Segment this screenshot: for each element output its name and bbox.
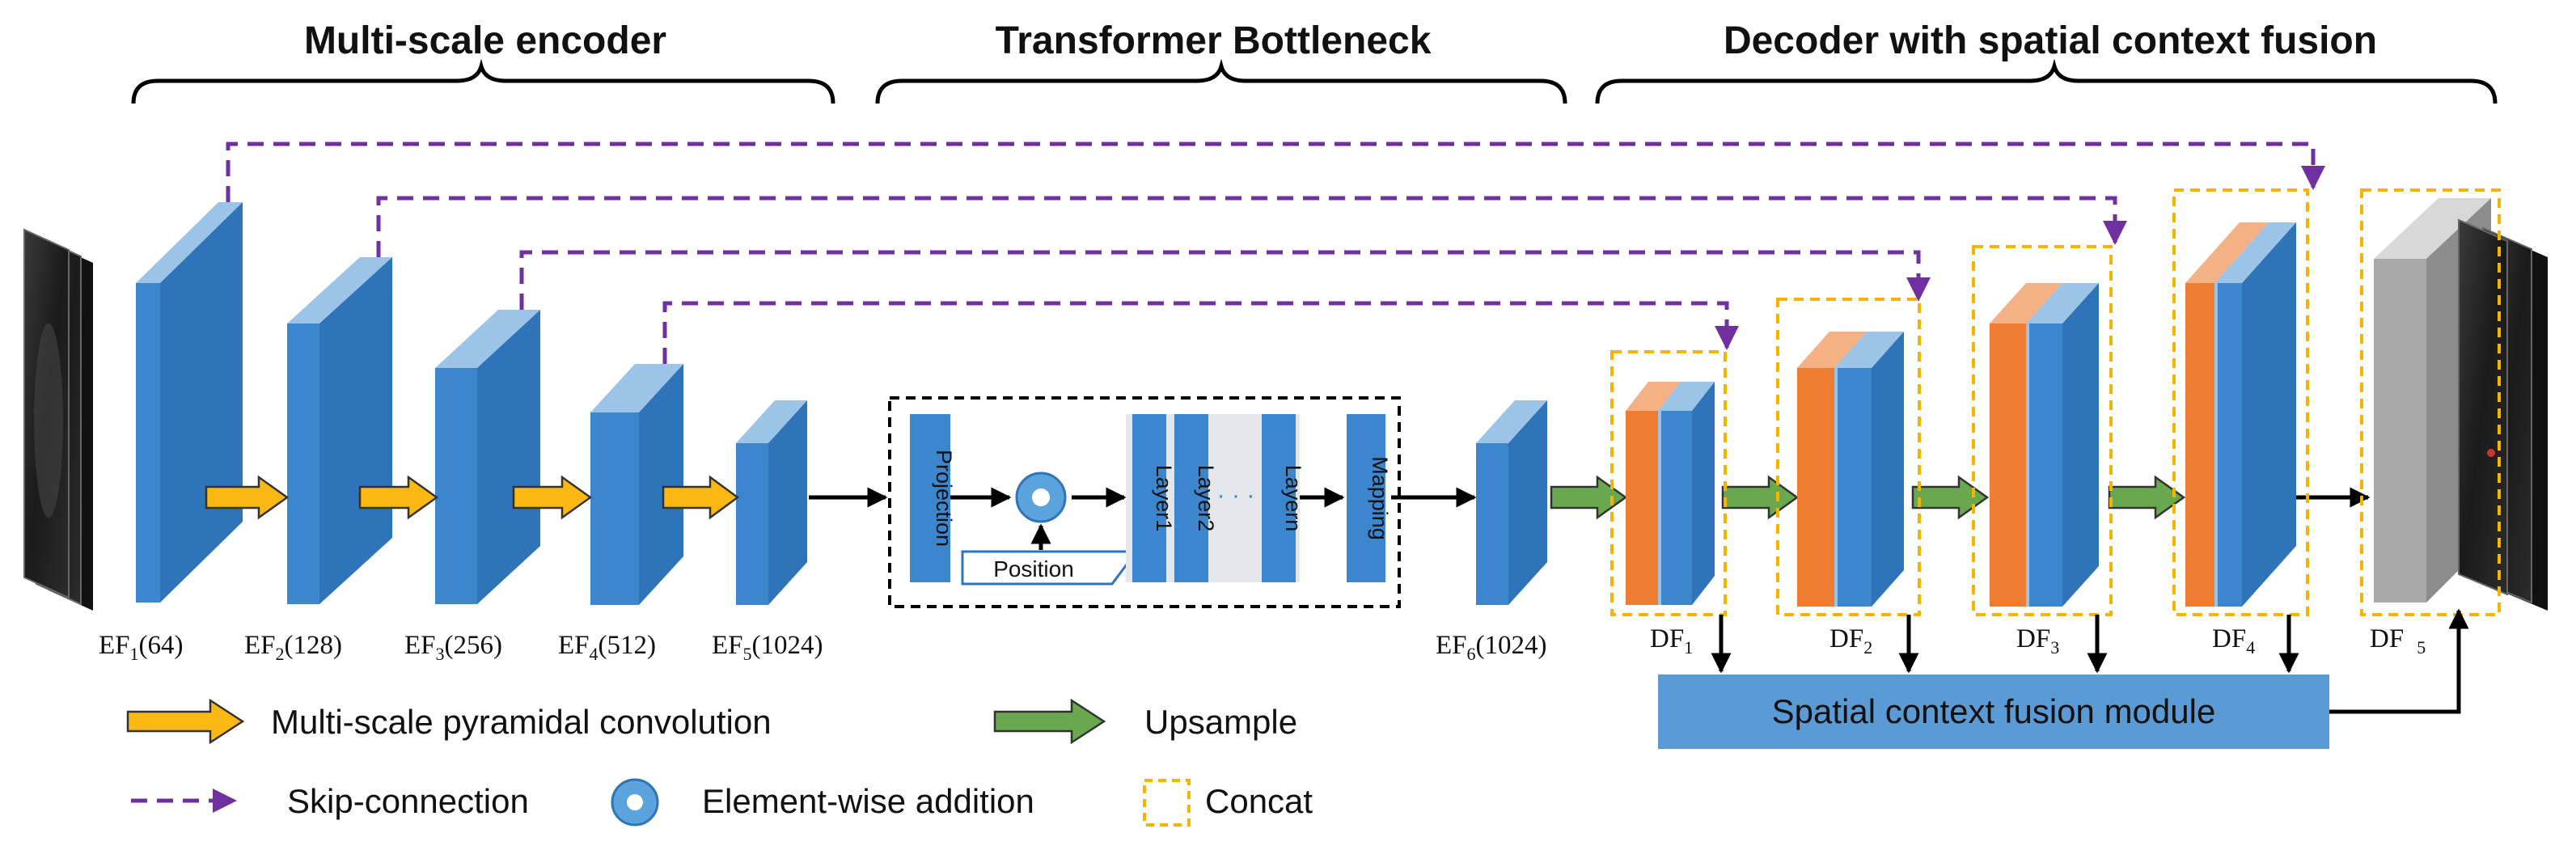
concat-box-1 — [1610, 350, 1727, 616]
layern-block: Layern — [1262, 414, 1305, 582]
legend-pyramidal-label: Multi-scale pyramidal convolution — [271, 703, 772, 741]
concat-box-4 — [2172, 188, 2309, 616]
concat-box-2 — [1776, 298, 1921, 616]
encoder-block-5 — [736, 400, 807, 605]
encoder-block-3 — [435, 310, 540, 604]
layer1-block: Layer1 — [1132, 414, 1176, 582]
df2-label: DF2 — [1829, 624, 1872, 658]
encoder-header: Multi-scale encoder — [304, 19, 666, 62]
element-addition-node — [1015, 472, 1067, 523]
ef2-label: EF2(128) — [244, 631, 342, 664]
legend-skip-label: Skip-connection — [287, 782, 529, 820]
layer2-label: Layer2 — [1194, 465, 1218, 532]
bottleneck-brace — [875, 58, 1567, 104]
decoder-block-2 — [1797, 332, 1904, 607]
fusion-output-arrow — [2329, 608, 2469, 714]
pyramidal-arrow-3 — [512, 475, 593, 520]
encoder-brace — [131, 58, 835, 104]
decoder-header: Decoder with spatial context fusion — [1724, 19, 2377, 62]
upsample-arrow-4 — [2108, 475, 2186, 520]
concat-box-5 — [2360, 188, 2501, 616]
projection-label: Projection — [932, 450, 956, 547]
encoder-block-2 — [287, 257, 392, 604]
encoder-block-1 — [136, 202, 243, 603]
position-box: Position — [961, 550, 1139, 586]
df4-label: DF4 — [2212, 624, 2255, 658]
skip-connections — [226, 142, 2325, 364]
layers-ellipsis: · · · — [1217, 482, 1255, 509]
upsample-arrow-1 — [1550, 475, 1628, 520]
upsample-arrows — [1550, 475, 2186, 520]
legend-concat-icon — [1143, 779, 1191, 827]
pyramidal-arrow-1 — [205, 475, 290, 520]
skip-connection-3 — [519, 250, 1931, 310]
encoder-block-6 — [1476, 400, 1547, 605]
df1-label: DF1 — [1650, 624, 1693, 658]
transformer-box — [888, 396, 1401, 608]
encoder-block-4 — [590, 364, 683, 605]
upsample-arrow-2 — [1721, 475, 1800, 520]
concat-boxes — [1610, 188, 2501, 616]
decoder-block-4 — [2185, 222, 2296, 607]
layern-label: Layern — [1281, 465, 1305, 532]
df3-label: DF3 — [2016, 624, 2059, 658]
pyramidal-arrow-2 — [358, 475, 439, 520]
skip-connection-1 — [226, 142, 2325, 202]
decoder-block-1 — [1626, 382, 1715, 605]
ef5-label: EF5(1024) — [712, 631, 823, 664]
upsample-arrow-3 — [1911, 475, 1990, 520]
ef3-label: EF3(256) — [404, 631, 502, 664]
ef1-label: EF1(64) — [99, 631, 184, 664]
legend: Multi-scale pyramidal convolution Upsamp… — [126, 698, 1313, 827]
pyramidal-arrow-4 — [662, 475, 740, 520]
ef4-label: EF4(512) — [558, 631, 656, 664]
skip-connection-4 — [662, 301, 1739, 364]
projection-block: Projection — [910, 414, 956, 582]
legend-addition-label: Element-wise addition — [702, 782, 1034, 820]
output-image-stack — [2458, 218, 2548, 611]
fusion-module-label: Spatial context fusion module — [1772, 692, 2216, 730]
mapping-label: Mapping — [1368, 456, 1392, 540]
legend-concat-label: Concat — [1205, 782, 1313, 820]
layer2-block: Layer2 — [1174, 414, 1218, 582]
legend-upsample-label: Upsample — [1144, 703, 1297, 741]
concat-box-3 — [1972, 245, 2113, 616]
position-label: Position — [993, 556, 1074, 581]
input-image-stack — [23, 228, 93, 611]
bottleneck-header: Transformer Bottleneck — [996, 19, 1432, 62]
layer1-label: Layer1 — [1152, 465, 1176, 532]
skip-connection-2 — [376, 196, 2127, 257]
legend-addition-icon — [611, 778, 659, 827]
ef6-label: EF6(1024) — [1436, 631, 1547, 664]
mapping-block: Mapping — [1347, 414, 1392, 582]
legend-upsample-arrow-icon — [993, 698, 1106, 745]
legend-pyramidal-arrow-icon — [126, 698, 245, 745]
decoder-brace — [1595, 58, 2498, 104]
fusion-module: Spatial context fusion module — [1658, 675, 2329, 749]
decoder-block-3 — [1990, 283, 2099, 607]
pyramidal-arrows — [205, 475, 740, 520]
fusion-input-arrows — [1711, 615, 2299, 674]
